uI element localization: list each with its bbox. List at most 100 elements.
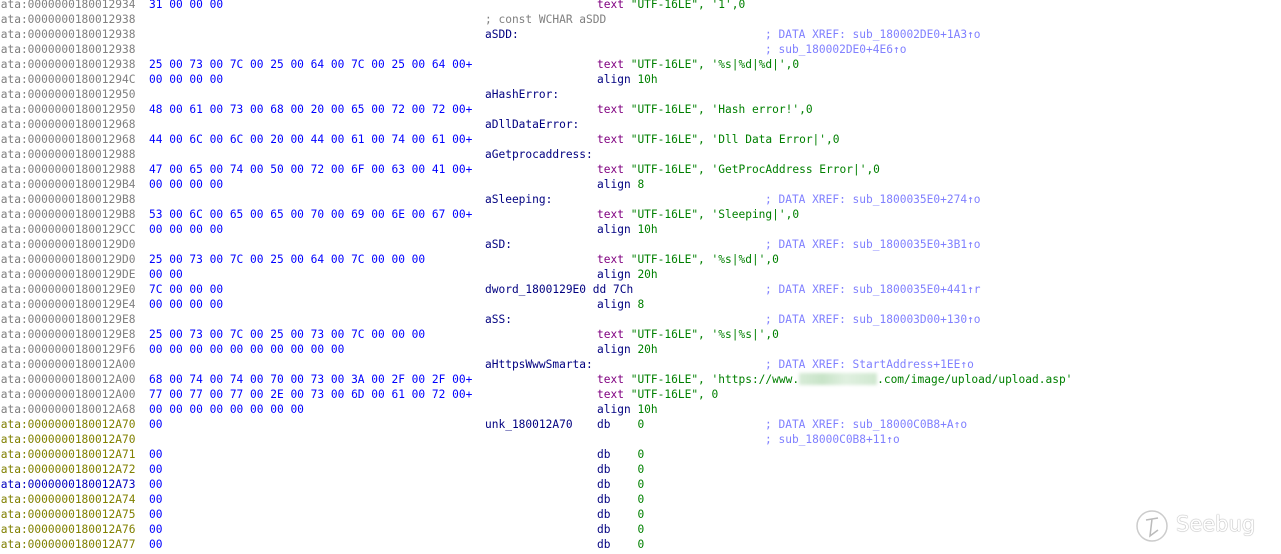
address[interactable]: lata:0000000180012A72 bbox=[0, 463, 136, 476]
address[interactable]: lata:0000000180012A76 bbox=[0, 523, 136, 536]
mnemonic: db bbox=[597, 493, 611, 506]
listing-line[interactable]: lata:00000001800129D0 aSD: ; DATA XREF: su… bbox=[0, 237, 1281, 252]
address[interactable]: lata:0000000180012988 bbox=[0, 148, 136, 161]
listing-line[interactable]: lata:0000000180012950 aHashError: bbox=[0, 87, 1281, 102]
address[interactable]: lata:0000000180012988 bbox=[0, 163, 136, 176]
address[interactable]: lata:0000000180012A00 bbox=[0, 388, 136, 401]
hex-bytes: 68 00 74 00 74 00 70 00 73 00 3A 00 2F 0… bbox=[149, 373, 473, 386]
address[interactable]: lata:0000000180012A00 bbox=[0, 358, 136, 371]
xref-comment[interactable]: ; DATA XREF: sub_1800035E0+274↑o bbox=[765, 193, 981, 206]
data-label[interactable]: aSleeping: bbox=[485, 193, 553, 206]
address[interactable]: lata:0000000180012A68 bbox=[0, 403, 136, 416]
data-label[interactable]: aHashError: bbox=[485, 88, 560, 101]
address[interactable]: lata:0000000180012950 bbox=[0, 103, 136, 116]
address[interactable]: lata:0000000180012A70 bbox=[0, 418, 136, 431]
xref-comment[interactable]: ; DATA XREF: StartAddress+1EE↑o bbox=[765, 358, 974, 371]
listing-line[interactable]: lata:00000001800129E8 aSS: ; DATA XREF: su… bbox=[0, 312, 1281, 327]
xref-comment[interactable]: ; DATA XREF: sub_1800035E0+3B1↑o bbox=[765, 238, 981, 251]
address[interactable]: lata:00000001800129D0 bbox=[0, 253, 136, 266]
address[interactable]: lata:0000000180012968 bbox=[0, 118, 136, 131]
hex-bytes: 7C 00 00 00 bbox=[149, 283, 224, 296]
data-label[interactable]: unk_180012A70 bbox=[485, 418, 573, 431]
listing-line[interactable]: lata:0000000180012968 aDllDataError: bbox=[0, 117, 1281, 132]
address[interactable]: lata:0000000180012938 bbox=[0, 13, 136, 26]
data-label[interactable]: aSD: bbox=[485, 238, 512, 251]
xref-comment[interactable]: ; DATA XREF: sub_180002DE0+1A3↑o bbox=[765, 28, 981, 41]
address[interactable]: lata:00000001800129CC bbox=[0, 223, 136, 236]
xref-comment[interactable]: ; DATA XREF: sub_180003D00+130↑o bbox=[765, 313, 981, 326]
address[interactable]: lata:00000001800129B8 bbox=[0, 193, 136, 206]
listing-line[interactable]: lata:0000000180012A70 ; sub_18000C0B8+11↑… bbox=[0, 432, 1281, 447]
address[interactable]: lata:00000001800129B8 bbox=[0, 208, 136, 221]
xref-comment[interactable]: ; sub_18000C0B8+11↑o bbox=[765, 433, 900, 446]
listing-line[interactable]: lata:0000000180012A00 68 00 74 00 74 00 7… bbox=[0, 372, 1281, 387]
address[interactable]: lata:00000001800129E4 bbox=[0, 298, 136, 311]
address[interactable]: lata:0000000180012938 bbox=[0, 28, 136, 41]
listing-line[interactable]: lata:0000000180012A00 aHttpsWwwSmarta: ; D… bbox=[0, 357, 1281, 372]
address[interactable]: lata:00000001800129D0 bbox=[0, 238, 136, 251]
data-label[interactable]: aSS: bbox=[485, 313, 512, 326]
listing-line[interactable]: lata:0000000180012938 aSDD: ; DATA XREF: s… bbox=[0, 27, 1281, 42]
data-label[interactable]: aDllDataError: bbox=[485, 118, 580, 131]
data-label[interactable]: aSDD: bbox=[485, 28, 519, 41]
address[interactable]: lata:0000000180012A73 bbox=[0, 478, 136, 491]
address[interactable]: lata:0000000180012A77 bbox=[0, 538, 136, 551]
address[interactable]: lata:0000000180012A75 bbox=[0, 508, 136, 521]
xref-comment[interactable]: ; sub_180002DE0+4E6↑o bbox=[765, 43, 907, 56]
listing-line[interactable]: lata:0000000180012988 aGetprocaddress: bbox=[0, 147, 1281, 162]
listing-line[interactable]: lata:0000000180012938; const WCHAR aSDD bbox=[0, 12, 1281, 27]
listing-line[interactable]: lata:0000000180012938 ; sub_180002DE0+4E6… bbox=[0, 42, 1281, 57]
mnemonic: db bbox=[597, 448, 611, 461]
data-label[interactable]: dword_1800129E0 dd 7Ch bbox=[485, 283, 634, 296]
address[interactable]: lata:00000001800129F6 bbox=[0, 343, 136, 356]
hex-bytes: 00 bbox=[149, 523, 163, 536]
address[interactable]: lata:00000001800129E8 bbox=[0, 328, 136, 341]
address[interactable]: lata:00000001800129B4 bbox=[0, 178, 136, 191]
address[interactable]: lata:0000000180012A70 bbox=[0, 433, 136, 446]
address[interactable]: lata:0000000180012A74 bbox=[0, 493, 136, 506]
address[interactable]: lata:000000018001294C bbox=[0, 73, 136, 86]
address[interactable]: lata:0000000180012968 bbox=[0, 133, 136, 146]
address[interactable]: lata:0000000180012938 bbox=[0, 43, 136, 56]
address[interactable]: lata:0000000180012934 bbox=[0, 0, 136, 11]
data-label[interactable]: aHttpsWwwSmarta: bbox=[485, 358, 593, 371]
address[interactable]: lata:0000000180012A71 bbox=[0, 448, 136, 461]
address[interactable]: lata:0000000180012938 bbox=[0, 58, 136, 71]
address[interactable]: lata:0000000180012A00 bbox=[0, 373, 136, 386]
listing-line[interactable]: lata:00000001800129E0 7C 00 00 00 dword_18… bbox=[0, 282, 1281, 297]
address[interactable]: lata:00000001800129DE bbox=[0, 268, 136, 281]
listing-line[interactable]: lata:00000001800129B8 aSleeping: ; DATA XR… bbox=[0, 192, 1281, 207]
xref-comment[interactable]: ; DATA XREF: sub_18000C0B8+A↑o bbox=[765, 418, 968, 431]
address[interactable]: lata:0000000180012950 bbox=[0, 88, 136, 101]
address[interactable]: lata:00000001800129E0 bbox=[0, 283, 136, 296]
data-label[interactable]: aGetprocaddress: bbox=[485, 148, 593, 161]
mnemonic: align bbox=[597, 403, 631, 416]
address[interactable]: lata:00000001800129E8 bbox=[0, 313, 136, 326]
xref-comment[interactable]: ; DATA XREF: sub_1800035E0+441↑r bbox=[765, 283, 981, 296]
